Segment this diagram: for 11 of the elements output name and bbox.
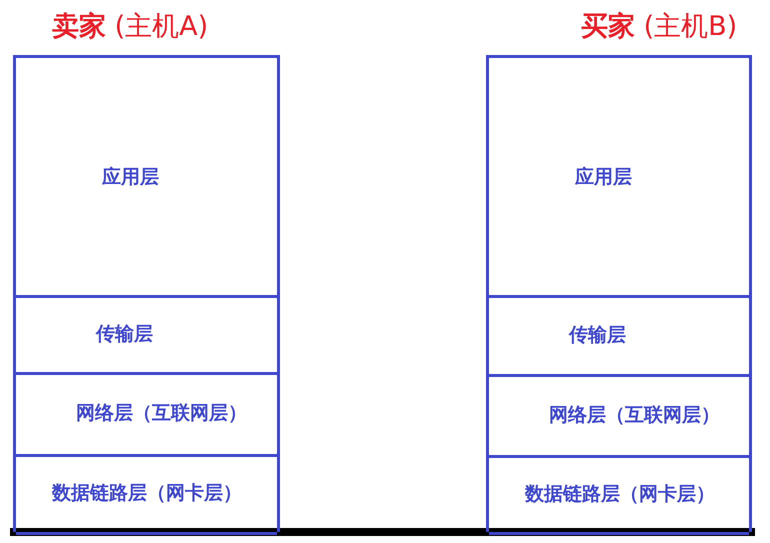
host-heading: 卖家 (主机A) (52, 10, 208, 44)
host-heading: 买家 (主机B) (581, 10, 738, 44)
link-line (10, 528, 755, 536)
layer-label: 传输层 (96, 322, 153, 346)
layer-label: 应用层 (575, 164, 632, 190)
layer-label: 应用层 (102, 164, 159, 190)
layer-label: 数据链路层（网卡层） (52, 481, 242, 506)
layer-label: 网络层（互联网层） (76, 401, 247, 426)
layer-label: 传输层 (569, 322, 626, 348)
layer-label: 数据链路层（网卡层） (525, 482, 715, 506)
layer-label: 网络层（互联网层） (549, 402, 720, 428)
